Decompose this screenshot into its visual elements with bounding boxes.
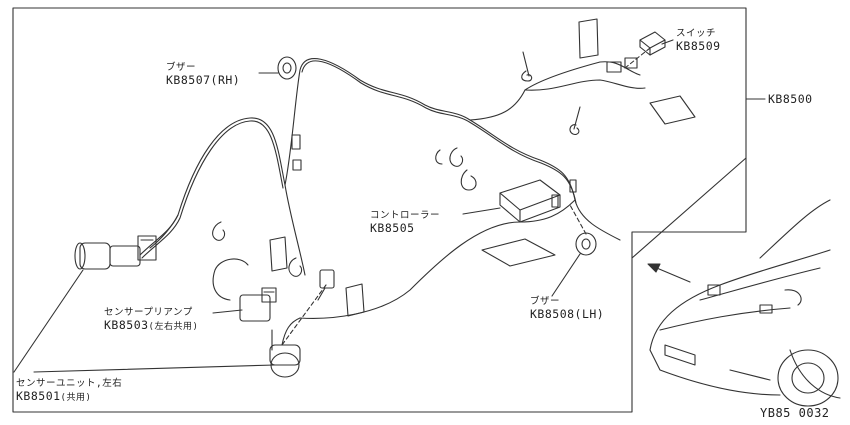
buzzer-lh (575, 232, 597, 256)
switch-name: スイッチ (676, 28, 717, 39)
assembly-code: KB8500 (768, 92, 813, 106)
buzzer-rh (277, 56, 297, 80)
leader-lines (13, 39, 674, 373)
switch-branch (469, 61, 641, 121)
pad-mid-right (649, 95, 696, 125)
connectors (291, 57, 638, 301)
preamp-name: センサープリアンプ (104, 307, 193, 318)
sensor-unit-name: センサーユニット,左右 (16, 378, 123, 389)
switch-code: KB8509 (676, 39, 721, 53)
assembly-frame (12, 7, 747, 413)
switch-part (639, 31, 666, 56)
controller-name: コントローラー (370, 210, 441, 221)
direction-arrow (651, 265, 691, 283)
label-controller: コントローラー KB8505 (370, 210, 440, 234)
clamps (212, 51, 581, 277)
buzzer-lh-code: KB8508(LH) (530, 307, 605, 321)
sensor-unit-note: (共用) (60, 393, 92, 403)
dashed-links (281, 47, 651, 346)
sensor-unit-code: KB8501 (16, 389, 61, 403)
preamp-code: KB8503 (104, 318, 149, 332)
preamp-code-line: KB8503(左右共用) (104, 319, 198, 333)
buzzer-rh-code: KB8507(RH) (166, 73, 241, 87)
preamp-note: (左右共用) (148, 322, 199, 332)
car-link-line (631, 157, 747, 259)
pad-center (481, 238, 556, 267)
pad-top-right (578, 18, 599, 59)
label-buzzer-rh: ブザー KB8507(RH) (166, 62, 240, 86)
label-switch: スイッチ KB8509 (676, 28, 721, 52)
controller-box (499, 179, 561, 223)
label-preamp: センサープリアンプ KB8503(左右共用) (104, 307, 198, 333)
pad-lower (345, 283, 365, 317)
label-assembly: KB8500 (768, 93, 813, 105)
figure-id: YB85 0032 (760, 406, 830, 420)
buzzer-rh-name: ブザー (166, 62, 197, 73)
preamp (239, 287, 277, 322)
buzzer-lh-name: ブザー (530, 296, 561, 307)
label-sensor-unit: センサーユニット,左右 KB8501(共用) (16, 378, 122, 404)
label-buzzer-lh: ブザー KB8508(LH) (530, 296, 604, 320)
car-illustration (649, 199, 841, 407)
pad-left (269, 236, 288, 272)
sensor-unit-code-line: KB8501(共用) (16, 390, 122, 404)
sensor-unit-bottom (269, 329, 301, 378)
controller-code: KB8505 (370, 221, 415, 235)
sensor-unit-left (74, 235, 157, 270)
